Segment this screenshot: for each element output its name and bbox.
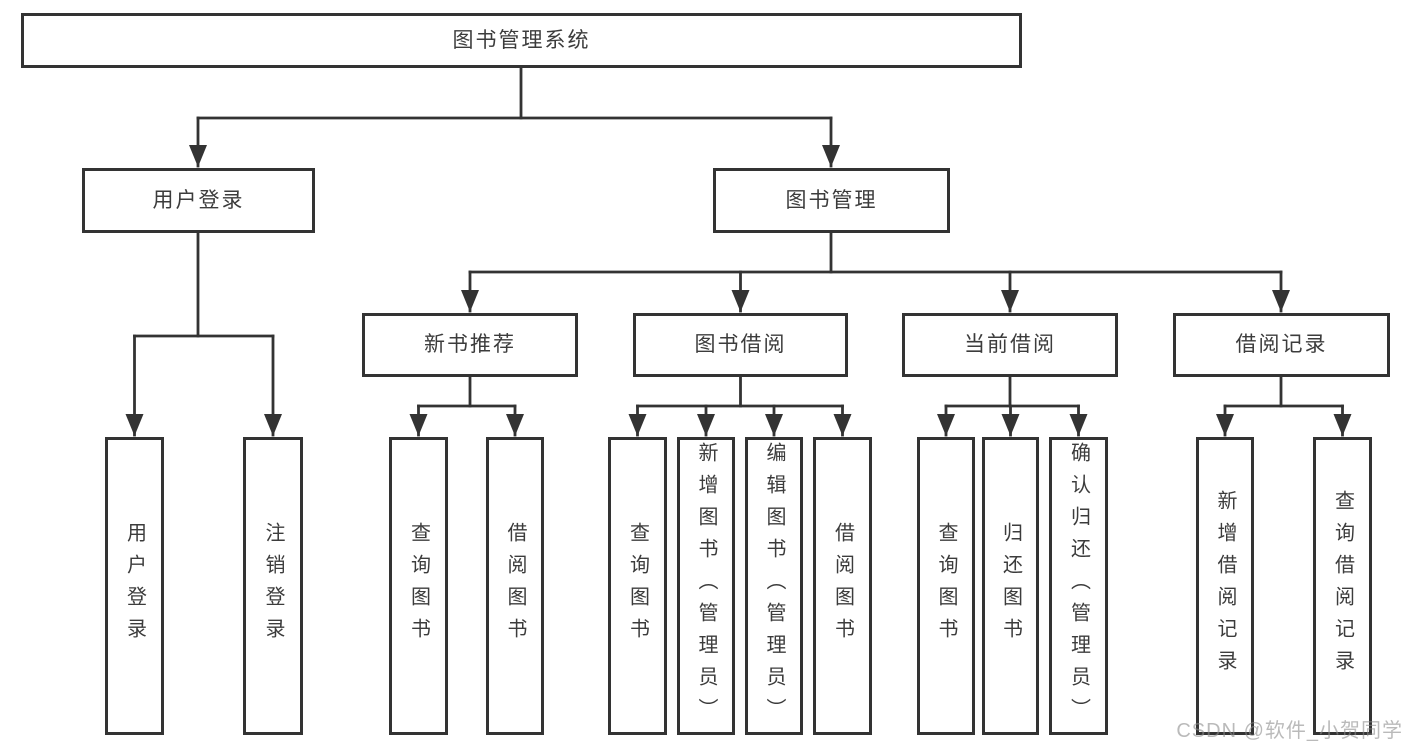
connector-book-management-children — [461, 231, 1290, 313]
leaf-query-borrow-record: 查询借阅记录 — [1313, 437, 1372, 735]
node-new-book-recommend: 新书推荐 — [362, 313, 578, 377]
leaf-recommend-borrow-books: 借阅图书 — [486, 437, 544, 735]
leaf-confirm-return-admin: 确认归还（管理员） — [1049, 437, 1108, 735]
leaf-logout: 注销登录 — [243, 437, 303, 735]
node-book-management: 图书管理 — [713, 168, 950, 233]
leaf-recommend-query-books: 查询图书 — [389, 437, 448, 735]
csdn-watermark: CSDN @软件_小贺同学 — [1176, 720, 1403, 742]
leaf-user-login: 用户登录 — [105, 437, 164, 735]
connector-current-borrow-leaves — [937, 375, 1088, 437]
leaf-add-borrow-record: 新增借阅记录 — [1196, 437, 1254, 735]
node-user-login: 用户登录 — [82, 168, 315, 233]
node-book-borrow: 图书借阅 — [633, 313, 848, 377]
leaf-borrow-books: 借阅图书 — [813, 437, 872, 735]
connector-user-login-leaves — [125, 231, 282, 437]
leaf-add-books-admin: 新增图书（管理员） — [677, 437, 735, 735]
connector-borrow-records-leaves — [1216, 375, 1352, 437]
node-library-management-system: 图书管理系统 — [21, 13, 1022, 68]
connector-root-to-level2 — [189, 66, 840, 168]
leaf-borrow-query-books: 查询图书 — [608, 437, 667, 735]
node-current-borrow: 当前借阅 — [902, 313, 1118, 377]
leaf-edit-books-admin: 编辑图书（管理员） — [745, 437, 803, 735]
connector-book-borrow-leaves — [628, 375, 852, 437]
connector-new-book-recommend-leaves — [409, 375, 524, 437]
leaf-return-books: 归还图书 — [982, 437, 1039, 735]
node-borrow-records: 借阅记录 — [1173, 313, 1390, 377]
leaf-current-query-books: 查询图书 — [917, 437, 975, 735]
